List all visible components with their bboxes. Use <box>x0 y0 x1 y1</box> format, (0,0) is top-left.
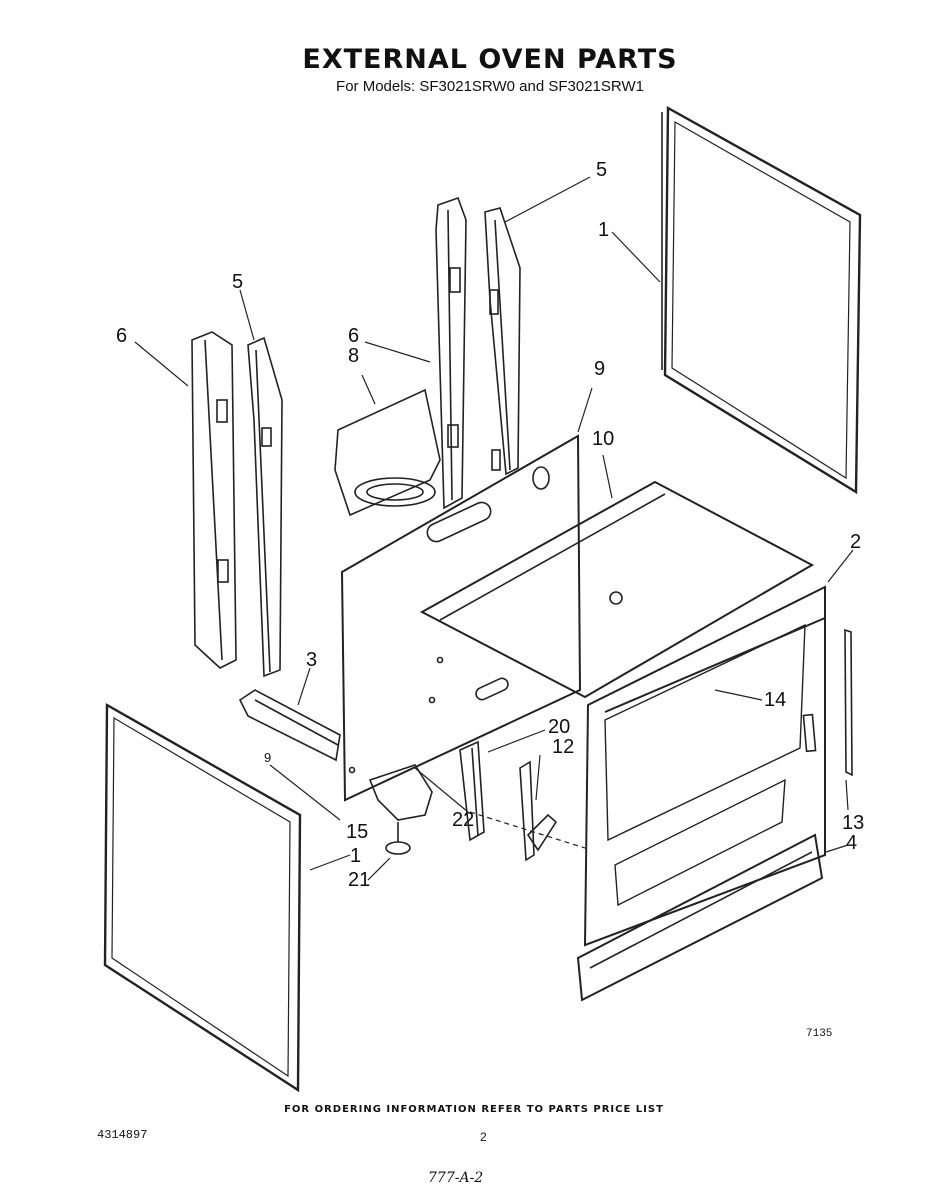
page-title: EXTERNAL OVEN PARTS <box>302 44 678 75</box>
callout-10: 10 <box>592 428 614 450</box>
document-part-number: 4314897 <box>97 1128 148 1142</box>
callout-2: 2 <box>850 531 861 553</box>
callout-14: 14 <box>764 689 786 711</box>
part-3-bottom-rail <box>238 689 341 762</box>
part-1-rear-frame <box>661 105 862 495</box>
part-14-trim-strip <box>604 617 826 713</box>
ordering-note: FOR ORDERING INFORMATION REFER TO PARTS … <box>284 1104 664 1115</box>
part-21-leveling-leg <box>368 764 433 855</box>
callout-9-back-panel: 9 <box>594 358 605 380</box>
callout-13: 13 <box>842 812 864 834</box>
callout-12: 12 <box>552 736 574 758</box>
callout-20: 20 <box>548 716 570 738</box>
callout-4: 4 <box>846 832 857 854</box>
callout-8: 8 <box>348 345 359 367</box>
part-6-center-upright <box>435 196 467 510</box>
callout-5-right: 5 <box>596 159 607 181</box>
part-9-back-panel <box>340 434 582 802</box>
page-subtitle: For Models: SF3021SRW0 and SF3021SRW1 <box>336 78 644 95</box>
handwritten-note: 777-A-2 <box>428 1170 484 1186</box>
callout-6-left: 6 <box>116 325 127 347</box>
part-13-side-strip <box>844 628 853 777</box>
callout-9-front: 9 <box>264 750 271 765</box>
part-10-top-panel <box>419 480 815 699</box>
page-number: 2 <box>480 1130 487 1144</box>
callout-5-left: 5 <box>232 271 243 293</box>
part-8-vent-duct <box>334 388 441 517</box>
part-20-bracket <box>459 740 485 842</box>
part-1-front-frame <box>103 702 302 1093</box>
leader-lines <box>134 176 854 881</box>
part-2-front-panel <box>583 585 826 947</box>
figure-number: 7135 <box>806 1028 833 1040</box>
callout-6-center: 6 <box>348 325 359 347</box>
part-5-right-upright <box>484 207 521 476</box>
part-4-kick-plate <box>576 833 824 1002</box>
callout-15: 15 <box>346 821 368 843</box>
callout-22: 22 <box>452 809 474 831</box>
part-5-left-upright <box>247 336 283 678</box>
callout-3: 3 <box>306 649 317 671</box>
part-6-left-side-support <box>191 331 237 669</box>
callout-21: 21 <box>348 869 370 891</box>
callout-1-rear: 1 <box>598 219 609 241</box>
callout-1-front: 1 <box>350 845 361 867</box>
